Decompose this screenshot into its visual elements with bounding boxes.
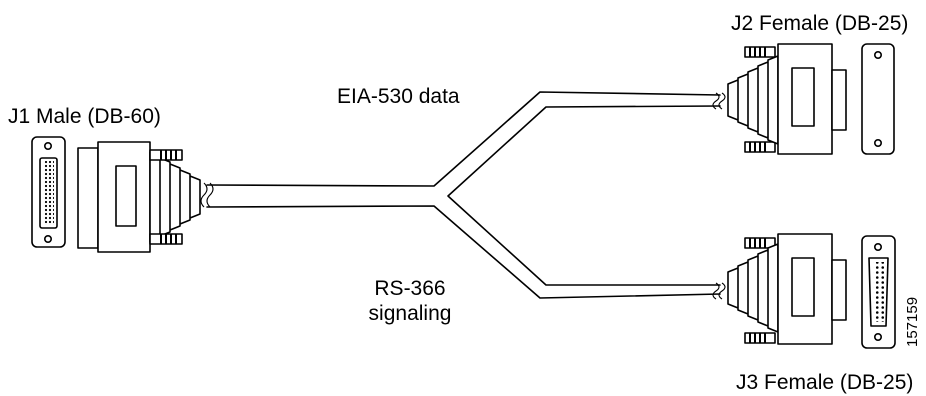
j2-shell	[831, 69, 847, 131]
j1-shell	[77, 147, 99, 249]
signal-line-label-1: RS-366	[374, 277, 445, 300]
j1-screw-top	[43, 142, 52, 151]
cable-break-j3b	[718, 282, 726, 300]
j3-label: J3 Female (DB-25)	[736, 371, 913, 394]
j3-screw-top	[873, 243, 882, 252]
j2-faceplate	[861, 43, 895, 155]
j3-socket-holes	[873, 262, 884, 322]
cable-break-j1	[200, 182, 208, 208]
cable-break-j2b	[718, 92, 726, 110]
j2-connector	[727, 43, 895, 155]
j2-screw-top	[873, 50, 882, 59]
j2-strain-relief	[727, 55, 779, 145]
j1-pin-grid	[43, 161, 54, 225]
j1-thumbscrew-top	[149, 149, 183, 161]
cable-break-j3	[712, 282, 720, 300]
main-cable	[206, 91, 721, 299]
branch-inner-edges	[447, 105, 721, 286]
j3-shell	[831, 259, 847, 321]
cable-break-j1b	[206, 182, 214, 208]
j1-screw-bottom	[43, 235, 52, 244]
j3-connector	[727, 233, 896, 349]
figure-id: 157159	[904, 297, 921, 347]
j1-label: J1 Male (DB-60)	[8, 105, 161, 128]
j1-strain-relief	[149, 151, 201, 243]
data-line-label: EIA-530 data	[337, 85, 460, 108]
j3-strain-relief	[727, 243, 779, 333]
j1-label-window	[115, 165, 137, 227]
j3-thumbscrew-top	[744, 237, 776, 249]
j2-thumbscrew-top	[744, 46, 776, 58]
j2-thumbscrew-bottom	[744, 141, 776, 153]
j3-label-window	[791, 257, 815, 317]
j3-screw-bottom	[873, 332, 882, 341]
signal-line-label-2: signaling	[369, 302, 452, 325]
j1-thumbscrew-bottom	[149, 233, 183, 245]
j2-label-window	[791, 67, 815, 127]
y-cable	[200, 91, 726, 300]
j2-screw-bottom	[873, 139, 882, 148]
j2-label: J2 Female (DB-25)	[731, 12, 908, 35]
cable-break-j2	[712, 92, 720, 110]
j1-connector	[31, 136, 201, 253]
j3-thumbscrew-bottom	[744, 332, 776, 344]
